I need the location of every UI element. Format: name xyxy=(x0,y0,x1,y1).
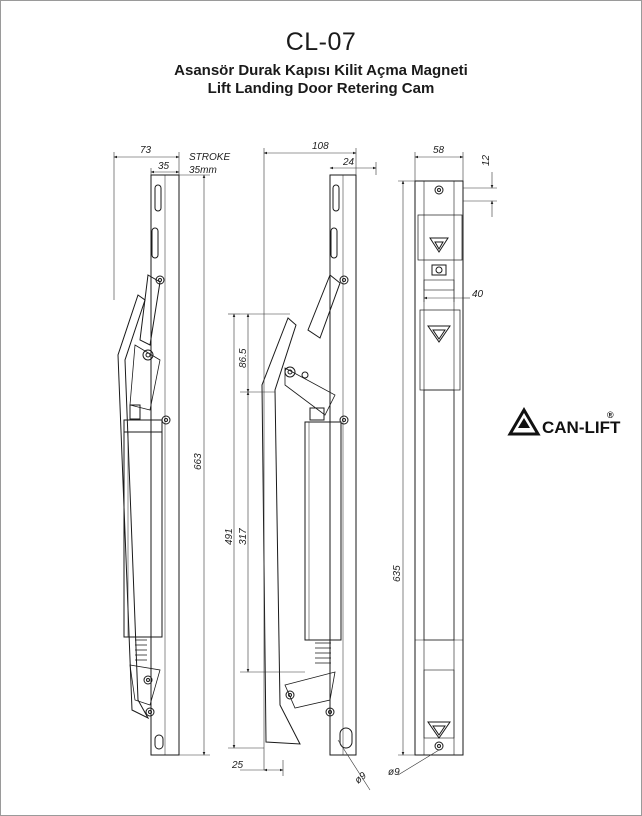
middle-view xyxy=(261,174,357,756)
dim-635: 635 xyxy=(392,565,403,582)
title-english: Lift Landing Door Retering Cam xyxy=(207,80,435,97)
dim-58: 58 xyxy=(433,145,445,156)
logo-wordmark: CAN-LIFT xyxy=(542,418,621,437)
product-code: CL-07 xyxy=(285,28,357,56)
dim-25: 25 xyxy=(231,760,244,771)
dim-663: 663 xyxy=(193,453,204,470)
right-view xyxy=(414,180,464,756)
left-view xyxy=(117,174,180,756)
left-dimensions xyxy=(113,152,210,756)
dim-86-5: 86.5 xyxy=(238,348,249,368)
dim-317: 317 xyxy=(238,528,249,545)
dim-24: 24 xyxy=(342,157,355,168)
dim-35: 35 xyxy=(158,161,170,172)
dim-dia9-right: ø9 xyxy=(388,767,400,778)
dim-73: 73 xyxy=(140,145,152,156)
logo-registered-mark: ® xyxy=(607,410,614,420)
stroke-value: 35mm xyxy=(189,165,217,176)
middle-dimensions xyxy=(228,148,377,791)
dim-40: 40 xyxy=(472,289,484,300)
right-dimensions xyxy=(397,152,497,776)
title-turkish: Asansör Durak Kapısı Kilit Açma Magneti xyxy=(174,62,468,79)
can-lift-logo: CAN-LIFT ® xyxy=(507,407,621,437)
dim-491: 491 xyxy=(224,528,235,545)
dim-12: 12 xyxy=(481,154,492,166)
stroke-label: STROKE xyxy=(189,152,230,163)
dim-dia9-middle: ø9 xyxy=(353,770,369,786)
dim-108: 108 xyxy=(312,141,329,152)
